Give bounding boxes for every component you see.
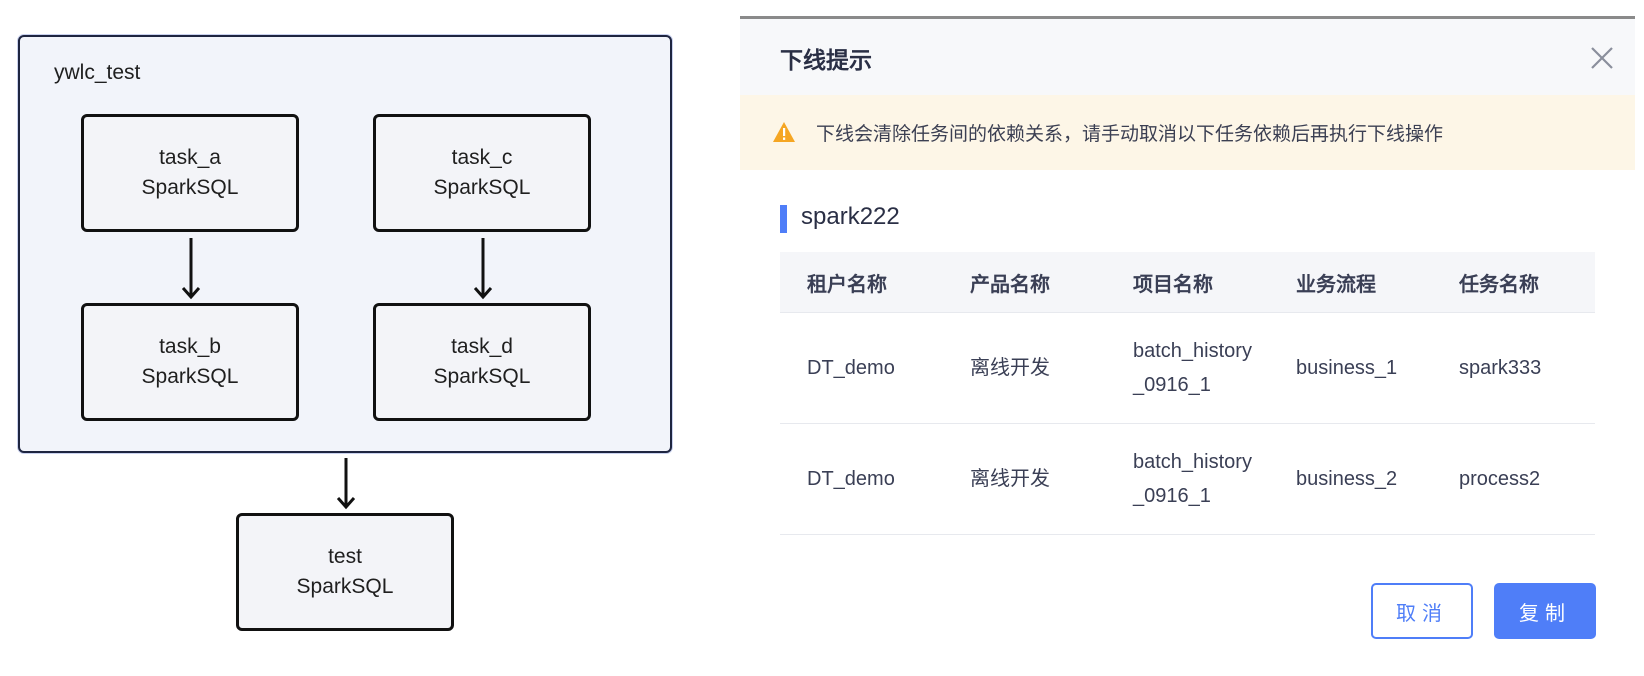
cell-tenant: DT_demo [807, 468, 895, 490]
table-row: DT_demo 离线开发 batch_history_0916_1 busine… [780, 313, 1595, 424]
node-type: SparkSQL [433, 365, 531, 388]
edge-task-a-to-task-b [182, 238, 200, 300]
section-title: spark222 [801, 203, 900, 230]
column-header-task: 任务名称 [1459, 273, 1539, 296]
node-name: task_d [451, 335, 513, 358]
node-task-c[interactable]: task_c SparkSQL [373, 114, 591, 232]
dialog-title: 下线提示 [780, 47, 872, 73]
warning-text: 下线会清除任务间的依赖关系，请手动取消以下任务依赖后再执行下线操作 [816, 124, 1444, 145]
cell-project: batch_history_0916_1 [1133, 340, 1252, 396]
node-task-a[interactable]: task_a SparkSQL [81, 114, 299, 232]
copy-button[interactable]: 复制 [1494, 583, 1596, 639]
cell-workflow: business_1 [1296, 357, 1398, 379]
warning-alert: 下线会清除任务间的依赖关系，请手动取消以下任务依赖后再执行下线操作 [740, 95, 1635, 170]
node-name: task_b [159, 335, 221, 358]
edge-task-c-to-task-d [474, 238, 492, 300]
node-type: SparkSQL [296, 575, 394, 598]
dialog-top-border [740, 16, 1635, 19]
cell-task: process2 [1459, 468, 1541, 490]
node-name: test [328, 545, 362, 568]
node-type: SparkSQL [141, 176, 239, 199]
table-row: DT_demo 离线开发 batch_history_0916_1 busine… [780, 424, 1595, 535]
node-name: task_a [159, 146, 221, 169]
cell-product: 离线开发 [970, 357, 1050, 379]
column-header-tenant: 租户名称 [807, 273, 887, 296]
cell-product: 离线开发 [970, 468, 1050, 490]
workflow-group-label: ywlc_test [54, 61, 141, 84]
column-header-project: 项目名称 [1133, 273, 1213, 296]
column-header-workflow: 业务流程 [1296, 273, 1376, 296]
warning-icon [773, 122, 795, 142]
column-header-product: 产品名称 [970, 273, 1050, 296]
edge-group-to-test [337, 458, 355, 510]
node-task-d[interactable]: task_d SparkSQL [373, 303, 591, 421]
cell-task: spark333 [1459, 357, 1542, 379]
node-task-b[interactable]: task_b SparkSQL [81, 303, 299, 421]
node-type: SparkSQL [141, 365, 239, 388]
close-icon[interactable] [1589, 45, 1615, 71]
cancel-button[interactable]: 取消 [1371, 583, 1473, 639]
cell-workflow: business_2 [1296, 468, 1398, 490]
table-header: 租户名称 产品名称 项目名称 业务流程 任务名称 [780, 252, 1595, 313]
offline-dialog: 下线提示 下线会清除任务间的依赖关系，请手动取消以下任务依赖后再执行下线操作 s… [740, 16, 1635, 666]
dependency-table: 租户名称 产品名称 项目名称 业务流程 任务名称 DT_demo 离线开发 ba… [780, 252, 1595, 535]
section-title-marker [780, 205, 787, 233]
dialog-header: 下线提示 [740, 19, 1635, 95]
cell-tenant: DT_demo [807, 357, 895, 379]
node-type: SparkSQL [433, 176, 531, 199]
node-name: task_c [451, 146, 513, 169]
node-test[interactable]: test SparkSQL [236, 513, 454, 631]
cell-project: batch_history_0916_1 [1133, 451, 1252, 507]
